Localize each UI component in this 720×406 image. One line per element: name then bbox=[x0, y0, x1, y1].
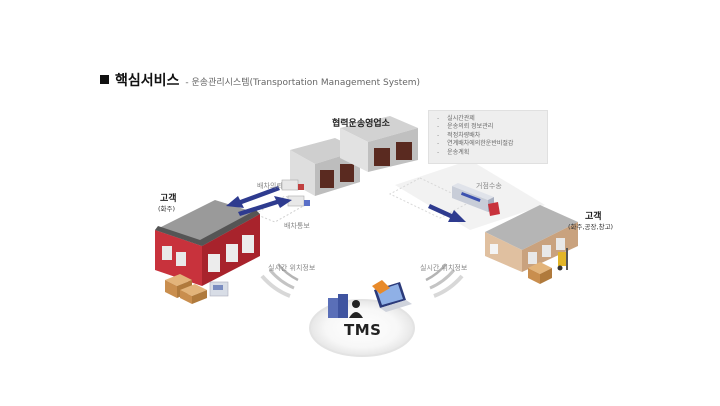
customer-right-title: 고객 bbox=[585, 212, 602, 222]
header: 핵심서비스 - 운송관리시스템(Transportation Managemen… bbox=[100, 70, 420, 90]
service-item: 적정차량배차 bbox=[437, 132, 547, 140]
page-title: 핵심서비스 bbox=[115, 73, 180, 89]
partner-services-list: 실시간관제 운송의뢰 정보관리 적정차량배차 연계배차에의한운반비절감 운송계획 bbox=[429, 111, 547, 157]
service-item: 실시간관제 bbox=[437, 115, 547, 123]
service-item: 운송계획 bbox=[437, 149, 547, 157]
signal-arcs-left bbox=[260, 263, 299, 298]
partner-services-box: 실시간관제 운송의뢰 정보관리 적정차량배차 연계배차에의한운반비절감 운송계획 bbox=[428, 110, 548, 164]
warehouse-right-icon bbox=[485, 205, 578, 284]
truck-right-icon bbox=[452, 183, 500, 216]
label-dispatch-request: 배차의뢰 bbox=[257, 182, 283, 190]
label-dispatch-info: 배차통보 bbox=[284, 222, 310, 230]
customer-left-subtitle: (화주) bbox=[158, 205, 176, 213]
customer-right-subtitle: (화주,공장,창고) bbox=[568, 223, 614, 231]
label-realtime-left: 실시간 위치정보 bbox=[268, 264, 316, 272]
partner-title: 협력운송영업소 bbox=[332, 119, 390, 129]
service-item: 연계배차에의한운반비절감 bbox=[437, 140, 547, 148]
tms-server-icon bbox=[328, 294, 363, 318]
arrow-base-transport bbox=[428, 204, 466, 222]
customer-left-title: 고객 bbox=[160, 194, 177, 204]
title-bullet-icon bbox=[100, 75, 109, 84]
service-item: 운송의뢰 정보관리 bbox=[437, 123, 547, 131]
warehouse-left-icon bbox=[155, 200, 260, 304]
signal-arcs-right bbox=[425, 263, 464, 298]
arrow-dispatch-info bbox=[238, 196, 292, 216]
arrow-dispatch-request bbox=[226, 186, 280, 208]
tms-laptop-icon bbox=[372, 280, 412, 312]
tms-label: TMS bbox=[344, 321, 382, 339]
label-base-transport: 거점수송 bbox=[476, 182, 502, 190]
page-subtitle: - 운송관리시스템(Transportation Management Syst… bbox=[185, 78, 421, 88]
label-realtime-right: 실시간 위치정보 bbox=[420, 264, 468, 272]
